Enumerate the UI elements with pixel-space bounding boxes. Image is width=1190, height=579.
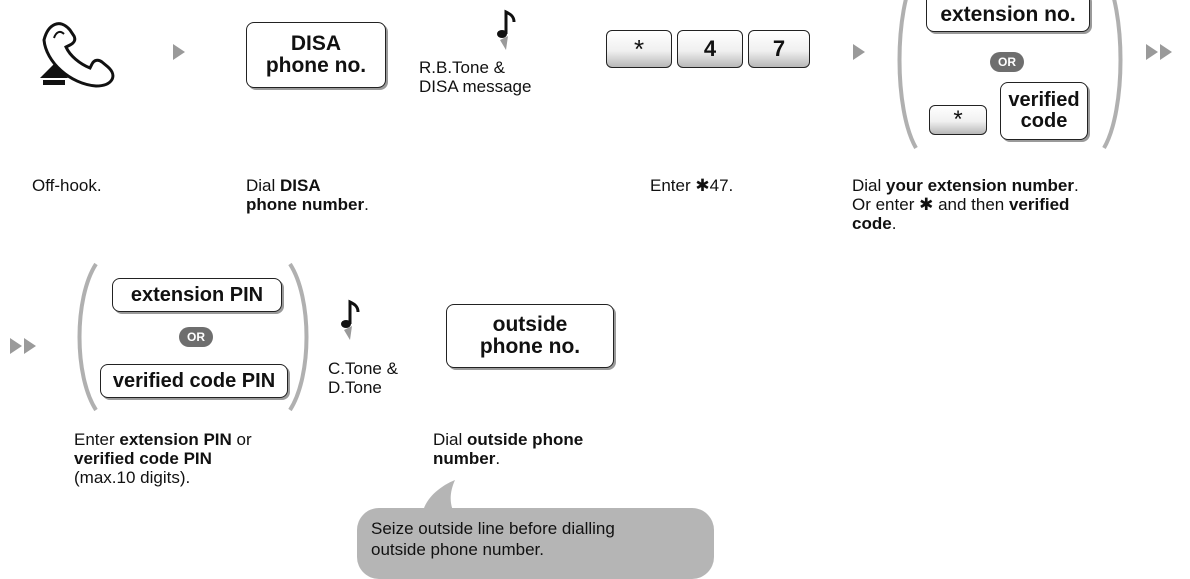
step-caption-enter-code: Enter ✱47. bbox=[650, 176, 734, 195]
right-parenthesis bbox=[1102, 0, 1123, 150]
step-caption-dial-outside: Dial outside phone number. bbox=[433, 430, 584, 468]
right-parenthesis bbox=[288, 262, 309, 412]
c-d-tone-label: C.Tone &D.Tone bbox=[328, 359, 398, 397]
verified-code-pin-box: verified code PIN bbox=[100, 364, 288, 398]
left-parenthesis bbox=[77, 262, 98, 412]
key-7: 7 bbox=[748, 30, 810, 68]
tone-note-icon bbox=[341, 299, 360, 340]
step-caption-off-hook: Off-hook. bbox=[32, 176, 102, 195]
or-badge: OR bbox=[990, 52, 1024, 72]
continue-arrow bbox=[10, 338, 22, 354]
left-parenthesis bbox=[897, 0, 918, 150]
continue-arrow bbox=[24, 338, 36, 354]
key-star: * bbox=[606, 30, 672, 68]
step-arrow bbox=[173, 44, 185, 60]
step-caption-dial-extension: Dial your extension number. Or enter ✱ a… bbox=[852, 176, 1079, 233]
continue-arrow bbox=[1146, 44, 1158, 60]
key-star: * bbox=[929, 105, 987, 135]
step-caption-enter-pin: Enter extension PIN or verified code PIN… bbox=[74, 430, 252, 487]
step-arrow bbox=[853, 44, 865, 60]
extension-pin-box: extension PIN bbox=[112, 278, 282, 312]
extension-no-box: extension no. bbox=[926, 0, 1090, 32]
step-caption-dial-disa: Dial DISA phone number. bbox=[246, 176, 369, 214]
rb-tone-label: R.B.Tone &DISA message bbox=[419, 58, 532, 96]
continue-arrow bbox=[1160, 44, 1172, 60]
key-4: 4 bbox=[677, 30, 743, 68]
off-hook-handset-icon bbox=[40, 22, 115, 88]
or-badge: OR bbox=[179, 327, 213, 347]
tone-note-icon bbox=[497, 9, 516, 50]
